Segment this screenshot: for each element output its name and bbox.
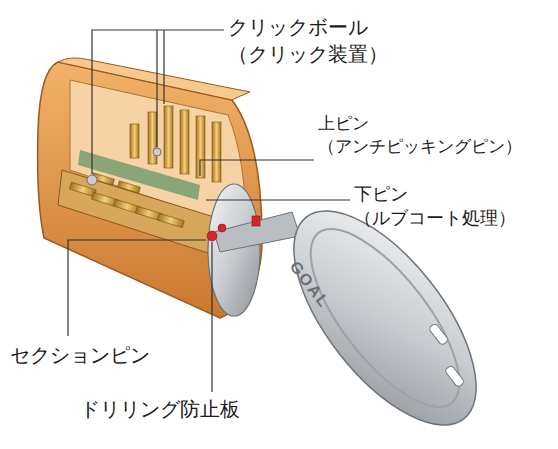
cylinder-housing <box>38 62 262 318</box>
upper-pins <box>130 106 221 182</box>
key-rim <box>285 207 484 429</box>
part-label: クリックボール （クリック装置） <box>228 14 428 68</box>
leader-lines <box>68 30 350 392</box>
click-balls <box>87 148 161 185</box>
part-label: 下ピン （ルブコート処理） <box>354 182 554 231</box>
key-blade <box>214 212 300 252</box>
anti-drill-plate <box>207 216 260 241</box>
key-slot <box>428 323 449 346</box>
key-slot <box>444 365 465 388</box>
part-label: ドリリング防止板 <box>80 396 320 423</box>
part-label: セクションピン <box>10 342 210 369</box>
side-pins <box>69 173 184 228</box>
cylinder-face <box>208 184 260 316</box>
part-label: 上ピン （アンチピッキングピン） <box>318 112 554 158</box>
